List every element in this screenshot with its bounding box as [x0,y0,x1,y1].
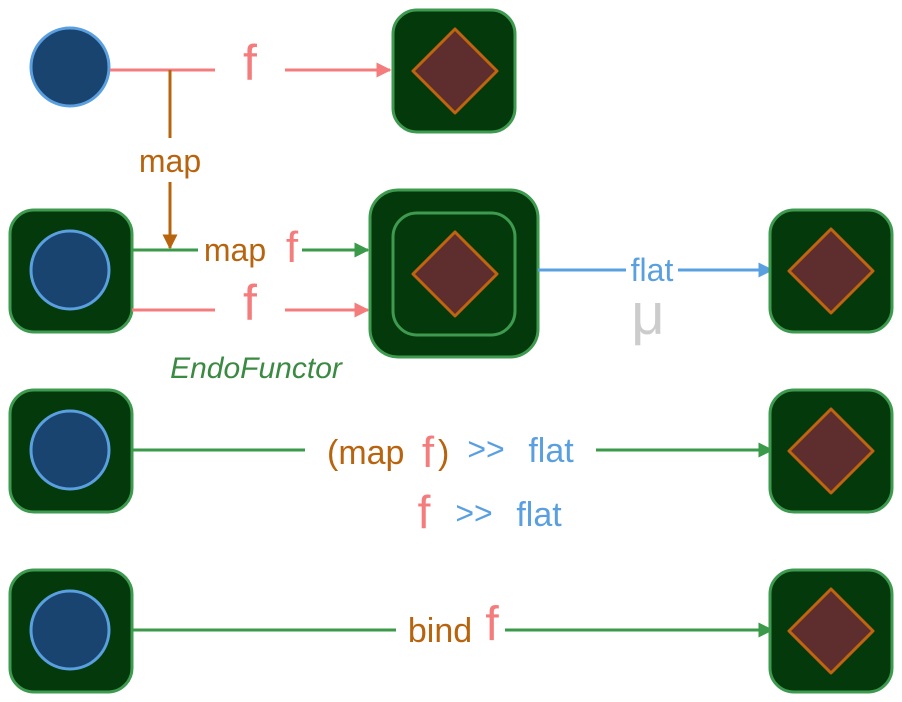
value-circle [29,409,111,491]
value-circle [29,229,111,311]
flat-label: flat [528,432,574,470]
value-circle [29,26,111,108]
endofunctor-label: EndoFunctor [170,352,343,385]
f-label: f [243,35,257,91]
result-diamond [411,230,499,318]
map-lift: map [139,70,201,250]
map-open-label: (map [327,434,404,472]
row-1: f [29,8,517,134]
map-f-label: f [422,428,435,477]
compose-operator: >> [467,431,504,467]
result-diamond [787,587,875,675]
row-3: (map f ) >> flat f >> flat [8,388,894,538]
f-label: f [243,275,257,331]
map-label: map [139,143,201,179]
row-4: bind f [8,568,894,694]
result-diamond [787,227,875,315]
flat-label: flat [516,496,562,534]
result-diamond [787,407,875,495]
map-close-label: ) [438,434,449,472]
map-f-f-label: f [286,223,299,272]
f-label: f [418,486,431,538]
bind-label: bind [408,612,472,650]
row-2: map f f flat μ EndoFunctor [8,188,894,385]
compose-operator: >> [455,495,492,531]
flat-label: flat [631,252,674,288]
mu-label: μ [631,282,664,347]
value-circle [29,589,111,671]
bind-f-label: f [485,598,499,651]
result-diamond [411,27,499,115]
map-f-map-label: map [204,232,266,268]
